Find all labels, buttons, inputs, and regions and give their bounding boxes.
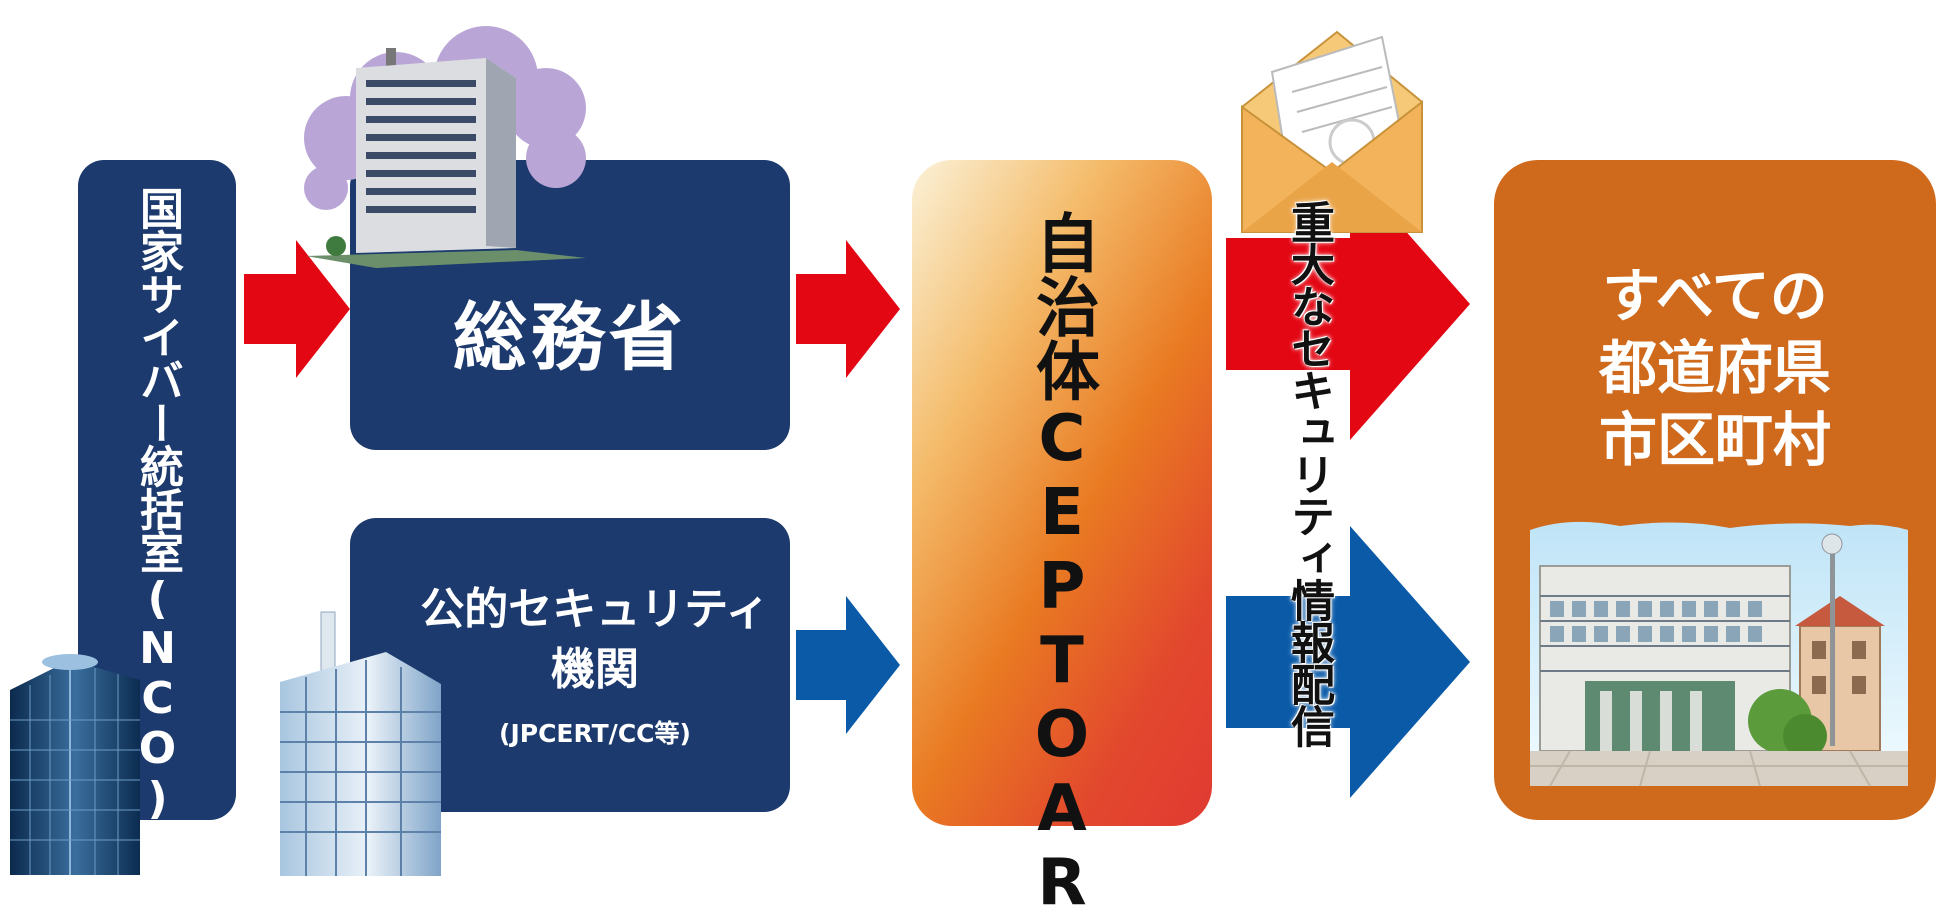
city-hall-icon — [1530, 521, 1908, 787]
arrow-ceptoar-to-local-blue — [1226, 526, 1470, 798]
jpcert-name: 公的セキュリティ 機関 — [350, 580, 790, 700]
ceptoar-label: 自治体CEPTOAR — [1025, 210, 1099, 920]
nco-building-icon — [10, 654, 140, 875]
envelope-icon — [1241, 30, 1423, 233]
distribution-label: 重大なセキュリティ情報配信 — [1283, 200, 1334, 746]
local-line3: 市区町村 — [1598, 406, 1831, 474]
arrow-nco-to-mic — [244, 240, 350, 378]
arrow-ceptoar-to-local-red — [1226, 168, 1470, 440]
jpcert-name-line1: 公的セキュリティ — [420, 584, 770, 635]
arrow-jpcert-to-ceptoar — [796, 596, 900, 734]
jpcert-name-line2: 機関 — [551, 644, 639, 695]
nco-label: 国家サイバー統括室(NCO) — [132, 186, 183, 823]
arrow-mic-to-ceptoar — [796, 240, 900, 378]
mic-building-icon — [304, 26, 586, 268]
local-line1: すべての — [1602, 262, 1828, 330]
mic-label: 総務省 — [453, 295, 687, 381]
local-line2: 都道府県 — [1598, 334, 1831, 402]
local-government-label: すべての 都道府県 市区町村 — [1494, 260, 1936, 476]
ceptoar-box: 自治体CEPTOAR — [912, 160, 1212, 920]
jpcert-subtitle: (JPCERT/CC等) — [499, 719, 691, 748]
jpcert-building-icon — [280, 611, 441, 876]
